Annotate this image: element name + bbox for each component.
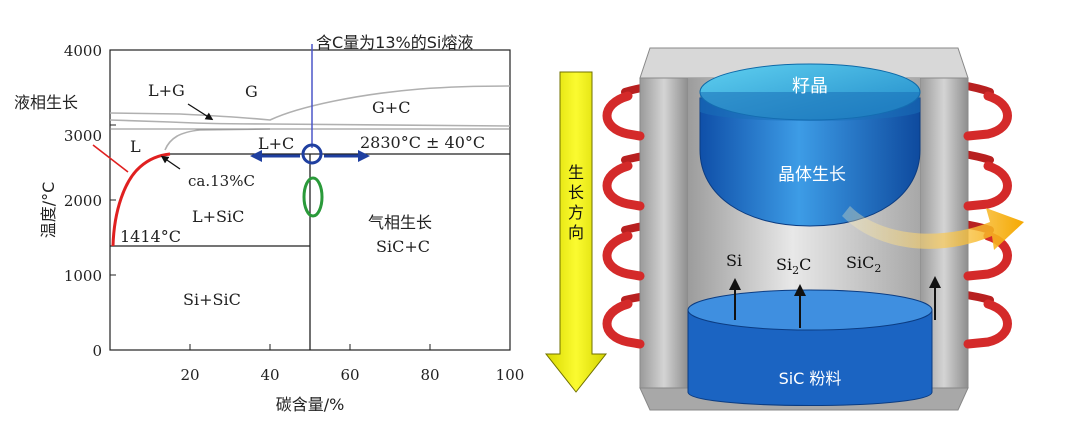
vapor-transport-arrows: [729, 276, 941, 328]
region-vapor-growth: 气相生长: [368, 213, 432, 232]
y-axis-label: 温度/°C: [39, 182, 58, 239]
y-tick-label: 1000: [64, 267, 102, 285]
y-tick-label: 2000: [64, 192, 102, 210]
region-sic-plus-c: SiC+C: [376, 237, 430, 256]
top-annotation: 含C量为13%的Si熔液: [316, 33, 473, 52]
region-si-plus-sic: Si+SiC: [183, 290, 241, 309]
species-sic2: SiC2: [846, 253, 881, 275]
x-tick-label: 80: [420, 366, 439, 384]
furnace: 籽晶 晶体生长 SiC 粉料 Si Si2C SiC2: [602, 47, 1024, 411]
region-g-plus-c: G+C: [372, 98, 410, 117]
peritectic-label: 2830°C ± 40°C: [360, 133, 485, 152]
phase-diagram: 0 1000 2000 3000 4000 20 40 60 80 100 碳含…: [14, 33, 524, 414]
species-si: Si: [726, 251, 742, 270]
direction-char: 方: [568, 203, 584, 222]
growth-point-arrows: [250, 150, 370, 162]
x-tick-label: 40: [260, 366, 279, 384]
direction-char: 生: [568, 163, 584, 182]
composition-label: ca.13%C: [188, 172, 255, 190]
y-tick-label: 4000: [64, 42, 102, 60]
growth-direction-arrow: 生 长 方 向: [544, 71, 608, 393]
liquidus-curve: [111, 152, 171, 247]
powder-label: SiC 粉料: [779, 369, 842, 388]
sic-powder: [687, 309, 933, 406]
region-l-plus-c: L+C: [258, 134, 294, 153]
direction-char: 长: [568, 183, 584, 202]
region-l-plus-sic: L+SiC: [192, 207, 244, 226]
crucible-left-wall: [639, 77, 689, 389]
y-tick-label: 0: [92, 342, 102, 360]
y-ticks: 0 1000 2000 3000 4000: [64, 42, 102, 360]
x-ticks: 20 40 60 80 100: [180, 366, 524, 384]
gas-boundaries: [109, 85, 511, 151]
direction-char: 向: [568, 223, 584, 242]
x-tick-label: 20: [180, 366, 199, 384]
seed-label: 籽晶: [792, 76, 828, 97]
species-si2c: Si2C: [776, 255, 811, 277]
solution-marker: [302, 176, 324, 218]
region-l-plus-g: L+G: [148, 81, 185, 100]
region-l: L: [130, 137, 141, 156]
x-tick-label: 60: [340, 366, 359, 384]
region-g: G: [245, 82, 258, 101]
growth-point-marker: [301, 143, 323, 165]
vapor-flow-arrow: [842, 206, 1024, 250]
crystal-label: 晶体生长: [778, 165, 846, 185]
side-annotation-pointer: [92, 144, 129, 173]
y-tick-label: 3000: [64, 127, 102, 145]
x-tick-label: 100: [496, 366, 525, 384]
side-annotation: 液相生长: [14, 93, 78, 112]
x-axis-label: 碳含量/%: [276, 395, 345, 414]
growing-crystal: [699, 97, 921, 227]
si-melting-label: 1414°C: [120, 227, 181, 246]
